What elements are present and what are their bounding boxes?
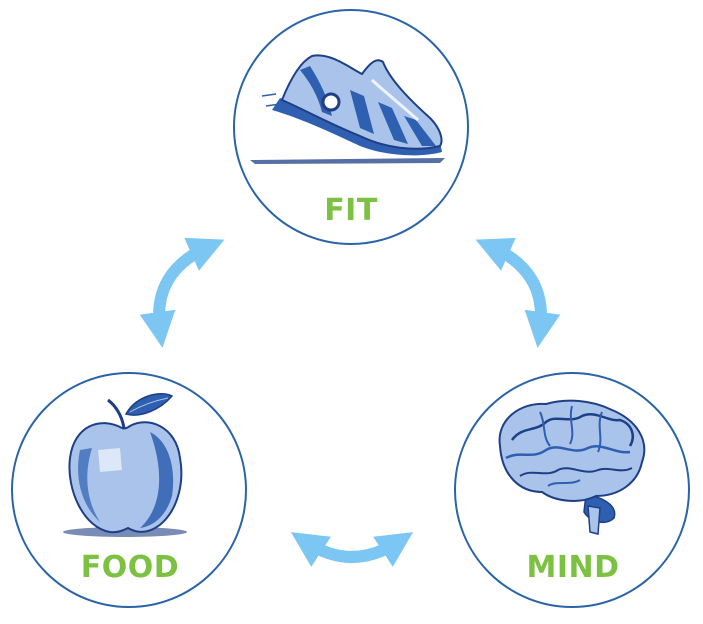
- shoe-icon: [250, 54, 445, 164]
- brain-icon: [498, 399, 646, 535]
- arrow-fit-mind: [475, 237, 561, 348]
- food-label: FOOD: [81, 550, 179, 585]
- arrow-fit-food: [139, 237, 225, 348]
- node-fit: FIT: [233, 9, 469, 245]
- node-mind: MIND: [454, 372, 690, 608]
- arrow-food-mind: [290, 532, 414, 567]
- fit-label: FIT: [324, 193, 378, 228]
- node-food: FOOD: [11, 372, 247, 608]
- apple-icon: [63, 393, 187, 537]
- mind-label: MIND: [526, 550, 619, 585]
